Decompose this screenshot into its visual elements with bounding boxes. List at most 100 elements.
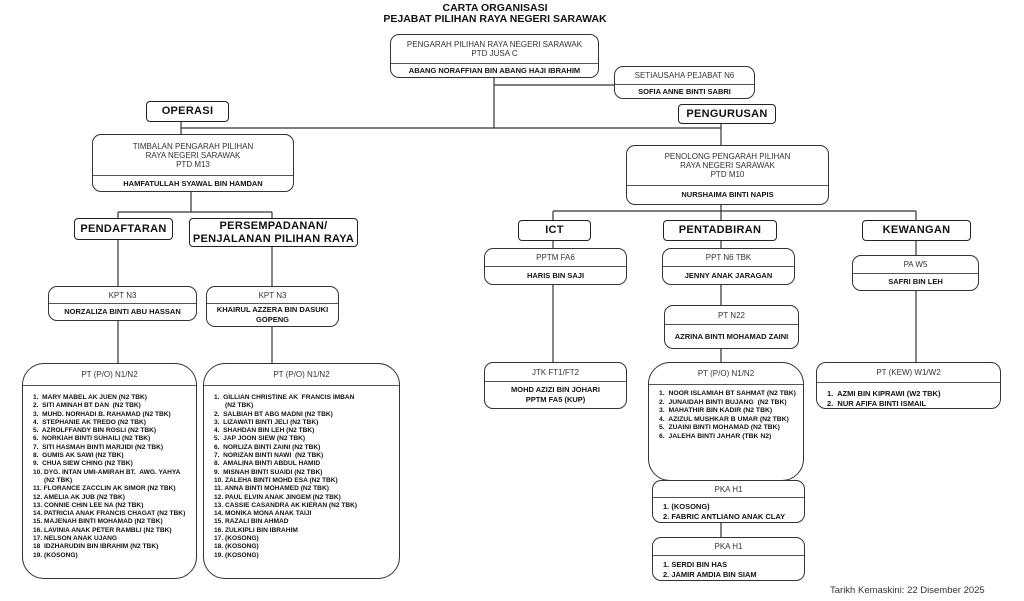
staff-list-item: 13. CONNIE CHIN LEE NA (N2 TBK) — [33, 501, 144, 509]
staff-list: 1. (KOSONG)2. FABRIC ANTLIANO ANAK CLAY — [653, 498, 804, 522]
staff-list-item: 19. (KOSONG) — [214, 551, 259, 559]
unit-ict: ICT — [518, 220, 591, 241]
staff-list-item: 19. (KOSONG) — [33, 551, 78, 559]
staff-list-item: 1. GILLIAN CHRISTINE AK FRANCIS IMBAN (N… — [214, 394, 355, 410]
person-name: HARIS BIN SAJI — [526, 270, 585, 280]
staff-list-item: 1. AZMI BIN KIPRAWI (W2 TBK) — [827, 389, 941, 398]
staff-list-item: 17. (KOSONG) — [214, 535, 259, 543]
unit-persempadanan-line2: PENJALANAN PILIHAN RAYA — [192, 232, 355, 245]
position-label: PT (P/O) N1/N2 — [649, 363, 803, 385]
ict-head-box: PPTM FA6 HARIS BIN SAJI — [484, 248, 627, 285]
last-updated: Tarikh Kemaskini: 22 Disember 2025 — [830, 585, 985, 596]
person-name: NORZALIZA BINTI ABU HASSAN — [64, 307, 181, 316]
person-name: AZRINA BINTI MOHAMAD ZAINI — [674, 331, 789, 341]
staff-list-item: 4. AZIZUL MUSHKAR B UMAR (N2 TBK) — [659, 415, 789, 423]
staff-list-item: 12. AMELIA AK JUB (N2 TBK) — [33, 493, 125, 501]
assistant-grade: PTD M10 — [710, 170, 745, 179]
staff-list-item: 2. SITI AMINAH BT DAN (N2 TBK) — [33, 402, 141, 410]
director-position: PENGARAH PILIHAN RAYA NEGERI SARAWAK — [406, 40, 583, 49]
pendaftaran-head-box: KPT N3 NORZALIZA BINTI ABU HASSAN — [48, 286, 197, 321]
staff-list-item: 16. ZULKIPLI BIN IBRAHIM — [214, 526, 298, 534]
staff-list-item: 6. NORLIZA BINTI ZAINI (N2 TBK) — [214, 443, 321, 451]
staff-list-item: 17. NELSON ANAK UJANG — [33, 535, 118, 543]
pentadbiran-head-box: PPT N6 TBK JENNY ANAK JARAGAN — [662, 248, 795, 285]
staff-list-item: 8. AMALINA BINTI ABDUL HAMID — [214, 460, 321, 468]
deputy-grade: PTD M13 — [176, 159, 210, 169]
staff-list-item: 2. JAMIR AMDIA BIN SIAM — [663, 570, 757, 579]
pka-box-1: PKA H1 1. (KOSONG)2. FABRIC ANTLIANO ANA… — [652, 480, 805, 523]
staff-list-item: 3. LIZAWATI BINTI JELI (N2 TBK) — [214, 418, 319, 426]
staff-list: 1. MARY MABEL AK JUEN (N2 TBK)2. SITI AM… — [23, 386, 196, 560]
assistant-director-box: PENOLONG PENGARAH PILIHAN RAYA NEGERI SA… — [626, 145, 829, 205]
position-label: PT (P/O) N1/N2 — [204, 364, 399, 386]
staff-list-item: 2. NUR AFIFA BINTI ISMAIL — [827, 399, 927, 408]
pendaftaran-staff-box: PT (P/O) N1/N2 1. MARY MABEL AK JUEN (N2… — [22, 363, 197, 579]
person-name: SAFRI BIN LEH — [888, 277, 943, 286]
staff-list-item: 7. NORIZAN BINTI NAWI (N2 TBK) — [214, 452, 324, 460]
staff-list-item: 6. JALEHA BINTI JAHAR (TBK N2) — [659, 432, 772, 440]
staff-list-item: 1. MARY MABEL AK JUEN (N2 TBK) — [33, 394, 147, 401]
staff-list-item: 10. ZALEHA BINTI MOHD ESA (N2 TBK) — [214, 476, 338, 484]
staff-list-item: 12. PAUL ELVIN ANAK JINGEM (N2 TBK) — [214, 493, 341, 501]
staff-list-item: 18 IDZHARUDIN BIN IBRAHIM (N2 TBK) — [33, 543, 159, 551]
position-label: PPT N6 TBK — [705, 253, 752, 262]
staff-list-item: 11. ANNA BINTI MOHAMED (N2 TBK) — [214, 485, 329, 493]
secretary-name: SOFIA ANNE BINTI SABRI — [638, 86, 731, 96]
chart-subtitle: PEJABAT PILIHAN RAYA NEGERI SARAWAK — [383, 13, 607, 25]
secretary-box: SETIAUSAHA PEJABAT N6 SOFIA ANNE BINTI S… — [614, 66, 755, 99]
section-operasi: OPERASI — [146, 101, 229, 122]
staff-list-item: 1. NOOR ISLAMIAH BT SAHMAT (N2 TBK) — [659, 390, 796, 397]
staff-list-item: 16. LAVINIA ANAK PETER RAMBLI (N2 TBK) — [33, 526, 172, 534]
staff-list-item: 14. PATRICIA ANAK FRANCIS CHAGAT (N2 TBK… — [33, 510, 186, 518]
position-label: PPTM FA6 — [536, 253, 575, 262]
staff-list-item: 10. DYG. INTAN UMI-AMIRAH BT. AWG. YAHYA… — [33, 468, 181, 484]
position-label: PT (P/O) N1/N2 — [23, 364, 196, 386]
position-label: PKA H1 — [714, 542, 743, 551]
staff-list-item: 3. MUHD. NORHADI B. RAHAMAD (N2 TBK) — [33, 410, 171, 418]
staff-list-item: 18. (KOSONG) — [214, 543, 259, 551]
deputy-name: HAMFATULLAH SYAWAL BIN HAMDAN — [123, 178, 263, 188]
director-name: ABANG NORAFFIAN BIN ABANG HAJI IBRAHIM — [408, 65, 581, 75]
pentadbiran-officer-box: PT N22 AZRINA BINTI MOHAMAD ZAINI — [664, 305, 799, 349]
staff-list-item: 2. SALBIAH BT ABG MADNI (N2 TBK) — [214, 410, 333, 418]
assistant-name: NURSHAIMA BINTI NAPIS — [681, 190, 774, 199]
staff-list-item: 9. CHUA SIEW CHING (N2 TBK) — [33, 460, 133, 468]
staff-list: 1. NOOR ISLAMIAH BT SAHMAT (N2 TBK)2. JU… — [649, 385, 803, 442]
staff-list-item: 4. SHAHDAN BIN LEH (N2 TBK) — [214, 427, 315, 435]
staff-list-item: 15. MAJENAH BINTI MOHAMAD (N2 TBK) — [33, 518, 163, 526]
staff-list: 1. AZMI BIN KIPRAWI (W2 TBK)2. NUR AFIFA… — [817, 383, 1000, 408]
position-label: KPT N3 — [258, 290, 287, 300]
pentadbiran-staff-box: PT (P/O) N1/N2 1. NOOR ISLAMIAH BT SAHMA… — [648, 362, 804, 481]
staff-list-item: 2. FABRIC ANTLIANO ANAK CLAY — [663, 512, 786, 521]
kewangan-head-box: PA W5 SAFRI BIN LEH — [852, 255, 979, 291]
person-name: KHAIRUL AZZERA BIN DASUKI — [216, 305, 329, 314]
staff-list-item: 11. FLORANCE ZACCLIN AK SIMOR (N2 TBK) — [33, 485, 176, 493]
person-name-cont: GOPENG — [256, 315, 289, 324]
staff-list-item: 5. AZROLFFANDY BIN ROSLI (N2 TBK) — [33, 427, 157, 435]
position-label: KPT N3 — [108, 290, 137, 300]
persempadanan-staff-box: PT (P/O) N1/N2 1. GILLIAN CHRISTINE AK F… — [203, 363, 400, 579]
unit-pentadbiran: PENTADBIRAN — [663, 220, 777, 241]
staff-list-item: 6. NORKIAH BINTI SUHAILI (N2 TBK) — [33, 435, 151, 443]
staff-list-item: 4. STEPHANIE AK TREDO (N2 TBK) — [33, 418, 146, 426]
director-grade: PTD JUSA C — [471, 49, 518, 58]
staff-list: 1. GILLIAN CHRISTINE AK FRANCIS IMBAN (N… — [204, 386, 399, 560]
position-label: PKA H1 — [714, 484, 743, 494]
assistant-position: PENOLONG PENGARAH PILIHAN RAYA NEGERI SA… — [664, 152, 791, 170]
secretary-position: SETIAUSAHA PEJABAT N6 — [634, 71, 735, 80]
staff-list-item: 15. RAZALI BIN AHMAD — [214, 518, 289, 526]
kewangan-staff-box: PT (KEW) W1/W2 1. AZMI BIN KIPRAWI (W2 T… — [816, 362, 1001, 409]
staff-list-item: 5. JAP JOON SIEW (N2 TBK) — [214, 435, 306, 443]
position-label: PT N22 — [718, 310, 745, 320]
chart-title: CARTA ORGANISASI — [442, 2, 548, 14]
unit-persempadanan: PERSEMPADANAN/ PENJALANAN PILIHAN RAYA — [189, 218, 358, 247]
unit-kewangan: KEWANGAN — [862, 220, 971, 241]
staff-list-item: 2. JUNAIDAH BINTI BUJANG (N2 TBK) — [659, 398, 787, 406]
staff-list-item: 1. SERDI BIN HAS — [663, 560, 728, 569]
position-label: PT (KEW) W1/W2 — [817, 363, 1000, 383]
staff-list-item: 3. MAHATHIR BIN KADIR (N2 TBK) — [659, 407, 773, 415]
